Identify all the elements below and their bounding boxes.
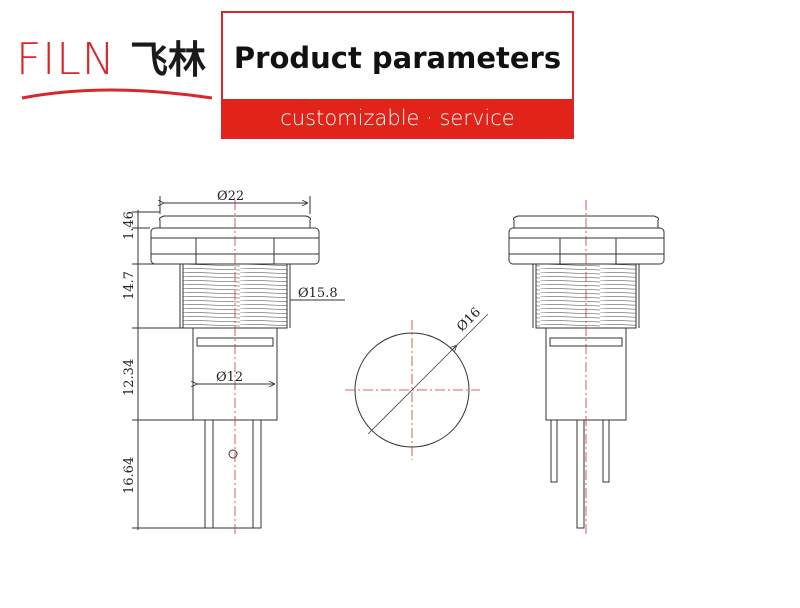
- dim-body-diameter: Ø12: [216, 370, 243, 385]
- title-banner: Product parameters customizable · servic…: [221, 11, 574, 139]
- front-view: [508, 200, 665, 536]
- dim-thread-length: 14.7: [122, 271, 137, 300]
- dim-terminal-length: 16.64: [122, 457, 137, 494]
- top-view: [345, 313, 489, 460]
- dim-body-length: 12.34: [122, 359, 137, 396]
- brand-swoosh-icon: [21, 88, 213, 100]
- brand-logo: FILN 飞林: [16, 36, 216, 106]
- dim-flange-diameter: Ø22: [217, 189, 244, 204]
- side-view: [132, 196, 345, 536]
- brand-name-cjk: 飞林: [130, 38, 207, 82]
- dim-flange-height: 1.46: [122, 211, 137, 240]
- page-subtitle: customizable · service: [223, 99, 572, 137]
- page-title: Product parameters: [233, 41, 562, 75]
- dim-thread-diameter: Ø15.8: [298, 286, 338, 301]
- brand-name-latin: FILN: [16, 34, 116, 85]
- dim-lens-diameter: Ø16: [454, 305, 484, 335]
